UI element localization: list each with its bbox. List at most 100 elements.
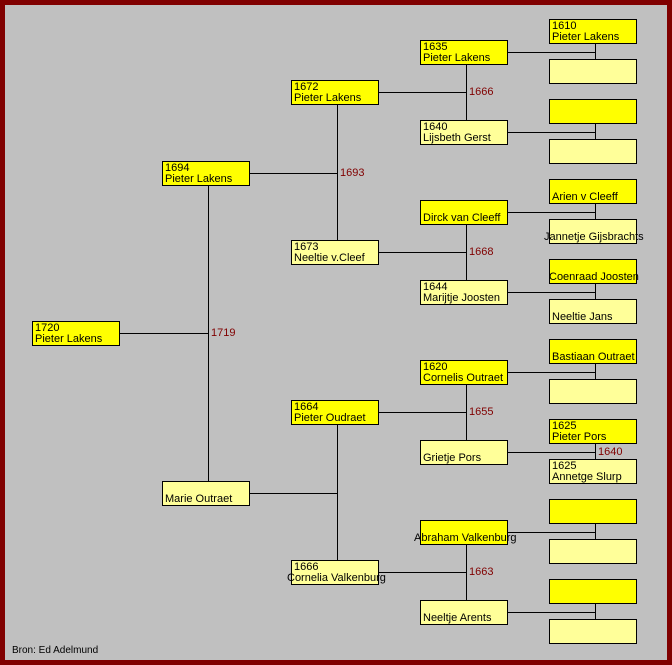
birth-year: 1664 [294, 401, 319, 413]
connector-line [250, 493, 338, 494]
source-label: Bron: Ed Adelmund [12, 645, 99, 656]
person-box[interactable]: Dirck van Cleeff [420, 200, 508, 225]
birth-year: 1640 [423, 121, 448, 133]
person-name: Dirck van Cleeff [423, 212, 501, 224]
person-name: Marijtje Joosten [423, 292, 501, 304]
birth-year: 1625 [552, 460, 577, 472]
birth-year: 1694 [165, 162, 190, 174]
person-name: Pieter Oudraet [294, 412, 366, 424]
person-name: Grietje Pors [423, 452, 482, 464]
birth-year: 1610 [552, 20, 577, 32]
connector-line [595, 524, 596, 539]
person-name: Neeltie Jans [552, 311, 613, 323]
person-name: Annetge Slurp [552, 471, 622, 483]
person-box[interactable] [549, 539, 637, 564]
person-name: Cornelis Outraet [423, 372, 504, 384]
connector-line [595, 284, 596, 299]
person-name: Abraham Valkenburg [414, 532, 517, 544]
connector-line [595, 444, 596, 459]
person-name: Jannetje Gijsbrachts [544, 231, 644, 243]
connector-line [508, 292, 596, 293]
person-box[interactable] [549, 579, 637, 604]
person-box[interactable] [549, 99, 637, 124]
connector-line [337, 105, 338, 240]
birth-year: 1635 [423, 41, 448, 53]
birth-year: 1620 [423, 361, 448, 373]
person-name: Neeltje Arents [423, 612, 492, 624]
marriage-year: 1719 [211, 327, 236, 339]
person-name: Pieter Lakens [165, 173, 233, 185]
connector-line [379, 92, 467, 93]
person-box[interactable]: Jannetje Gijsbrachts [544, 219, 644, 244]
birth-year: 1672 [294, 81, 319, 93]
person-name: Pieter Pors [552, 431, 607, 443]
person-box[interactable] [549, 379, 637, 404]
person-box[interactable]: Neeltje Arents [420, 600, 508, 625]
person-box[interactable] [549, 619, 637, 644]
person-box[interactable]: Neeltie Jans [549, 299, 637, 324]
connector-line [250, 173, 338, 174]
connector-line [379, 412, 467, 413]
marriage-year: 1640 [598, 446, 623, 458]
person-box[interactable] [549, 499, 637, 524]
person-name: Pieter Lakens [294, 92, 362, 104]
person-name: Cornelia Valkenburg [287, 572, 386, 584]
person-box[interactable]: Bastiaan Outraet [549, 339, 637, 364]
birth-year: 1666 [294, 561, 319, 573]
birth-year: 1673 [294, 241, 319, 253]
person-name: Coenraad Joosten [549, 271, 639, 283]
connector-line [508, 372, 596, 373]
person-name: Neeltie v.Cleef [294, 252, 365, 264]
connector-line [120, 333, 209, 334]
connector-line [595, 44, 596, 59]
connector-line [508, 132, 596, 133]
person-name: Pieter Lakens [35, 333, 103, 345]
birth-year: 1644 [423, 281, 448, 293]
connector-line [508, 532, 596, 533]
marriage-year: 1693 [340, 167, 365, 179]
connector-line [508, 452, 596, 453]
connector-line [379, 572, 467, 573]
connector-line [508, 52, 596, 53]
connector-line [337, 425, 338, 560]
connector-line [595, 364, 596, 379]
person-name: Marie Outraet [165, 493, 233, 505]
person-name: Lijsbeth Gerst [423, 132, 491, 144]
connector-line [595, 604, 596, 619]
person-box[interactable] [549, 59, 637, 84]
connector-line [508, 612, 596, 613]
person-box[interactable]: Arien v Cleeff [549, 179, 637, 204]
marriage-year: 1663 [469, 566, 494, 578]
person-box[interactable]: Marie Outraet [162, 481, 250, 506]
connector-line [595, 124, 596, 139]
person-name: Pieter Lakens [423, 52, 491, 64]
birth-year: 1720 [35, 322, 60, 334]
connector-line [595, 204, 596, 219]
person-box[interactable]: Abraham Valkenburg [414, 520, 517, 545]
person-box[interactable] [549, 139, 637, 164]
person-box[interactable]: Coenraad Joosten [549, 259, 639, 284]
marriage-year: 1655 [469, 406, 494, 418]
birth-year: 1625 [552, 420, 577, 432]
person-box[interactable]: Grietje Pors [420, 440, 508, 465]
person-name: Arien v Cleeff [552, 191, 618, 203]
marriage-year: 1668 [469, 246, 494, 258]
connector-line [379, 252, 467, 253]
person-name: Bastiaan Outraet [552, 351, 635, 363]
connector-line [508, 212, 596, 213]
